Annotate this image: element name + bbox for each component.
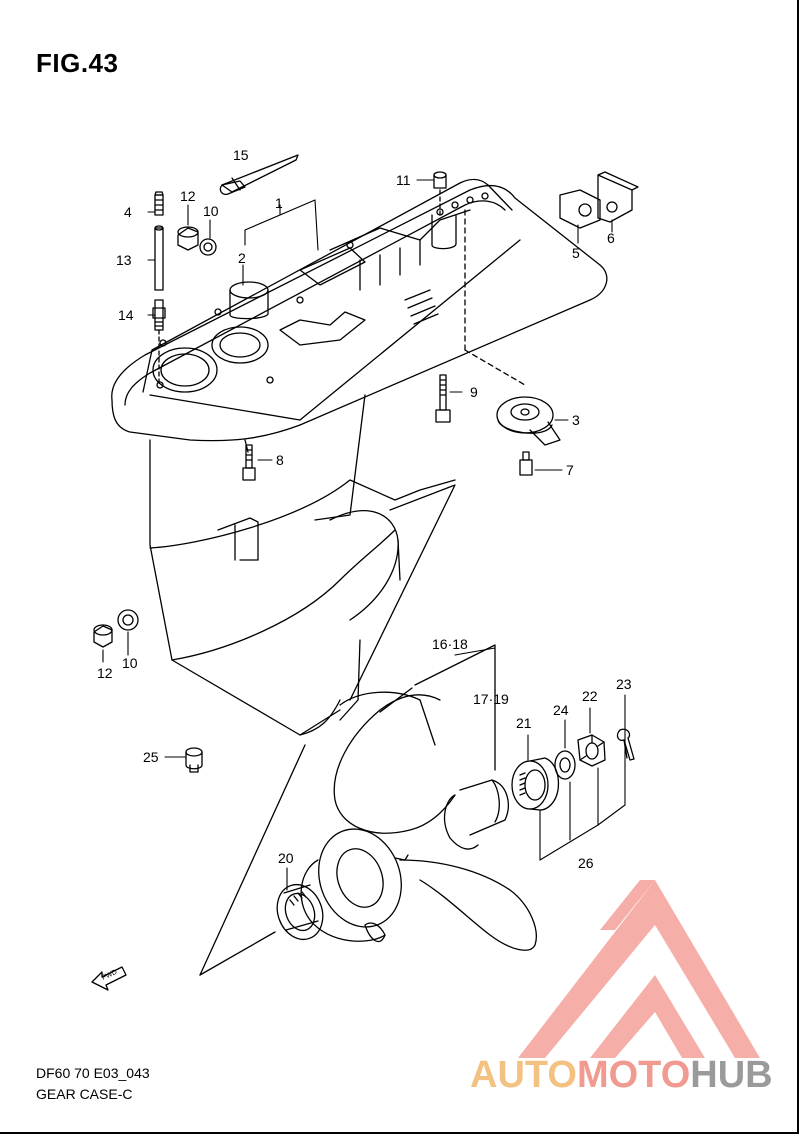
part-12-10-lower [93, 609, 139, 648]
callout-26: 26 [578, 855, 594, 871]
propeller [199, 644, 537, 976]
figure-title: FIG.43 [36, 48, 119, 78]
callout-2: 2 [238, 250, 246, 266]
callout-12-lower: 12 [97, 665, 113, 681]
leader-lines [102, 179, 626, 891]
callout-16-18: 16·18 [432, 636, 468, 652]
callout-labels: 1 2 3 4 5 6 7 8 9 10 11 12 13 14 15 16·1… [97, 147, 632, 871]
part-23-cotter-pin [616, 728, 635, 761]
part-20-thrust-washer [276, 883, 324, 941]
callout-21: 21 [516, 715, 532, 731]
callout-5: 5 [572, 245, 580, 261]
part-24-washer [554, 750, 576, 780]
part-4-13-14-studs [152, 191, 166, 386]
callout-7: 7 [566, 462, 574, 478]
part-25-plug [185, 747, 203, 773]
callout-20: 20 [278, 850, 294, 866]
gear-case-housing [111, 178, 608, 736]
part-3-trim-tab [496, 396, 561, 446]
drawing-caption: GEAR CASE-C [36, 1086, 133, 1102]
callout-14: 14 [118, 307, 134, 323]
watermark-text: AUTOMOTOHUB [470, 1054, 773, 1097]
callout-1: 1 [275, 195, 283, 211]
callout-8: 8 [276, 452, 284, 468]
watermark-logo-icon [518, 880, 760, 1058]
callout-24: 24 [553, 702, 569, 718]
callout-17-19: 17·19 [473, 691, 509, 707]
drawing-code: DF60 70 E03_043 [36, 1065, 150, 1081]
callout-15: 15 [233, 147, 249, 163]
part-11-dowel [433, 171, 447, 216]
watermark-hub: HUB [690, 1054, 773, 1096]
part-22-nut [577, 734, 606, 767]
part-21-spacer [511, 757, 560, 811]
callout-25: 25 [143, 749, 159, 765]
part-5-6-bracket [559, 171, 639, 229]
watermark-auto: AUTO [470, 1054, 577, 1096]
watermark-moto: MOTO [576, 1054, 691, 1096]
part-7-bolt [519, 451, 533, 476]
callout-10-lower: 10 [122, 655, 138, 671]
callout-23: 23 [616, 676, 632, 692]
callout-12: 12 [180, 188, 196, 204]
forward-arrow-icon [91, 966, 127, 991]
part-9-bolt [435, 374, 451, 423]
part-15-tie-band [219, 154, 299, 196]
callout-22: 22 [582, 688, 598, 704]
callout-10: 10 [203, 203, 219, 219]
callout-4: 4 [124, 204, 132, 220]
callout-6: 6 [607, 230, 615, 246]
callout-3: 3 [572, 412, 580, 428]
callout-9: 9 [470, 384, 478, 400]
part-12-10-upper [177, 226, 217, 256]
callout-11: 11 [396, 172, 411, 188]
callout-13: 13 [116, 252, 132, 268]
part-8-bolt [242, 444, 256, 481]
